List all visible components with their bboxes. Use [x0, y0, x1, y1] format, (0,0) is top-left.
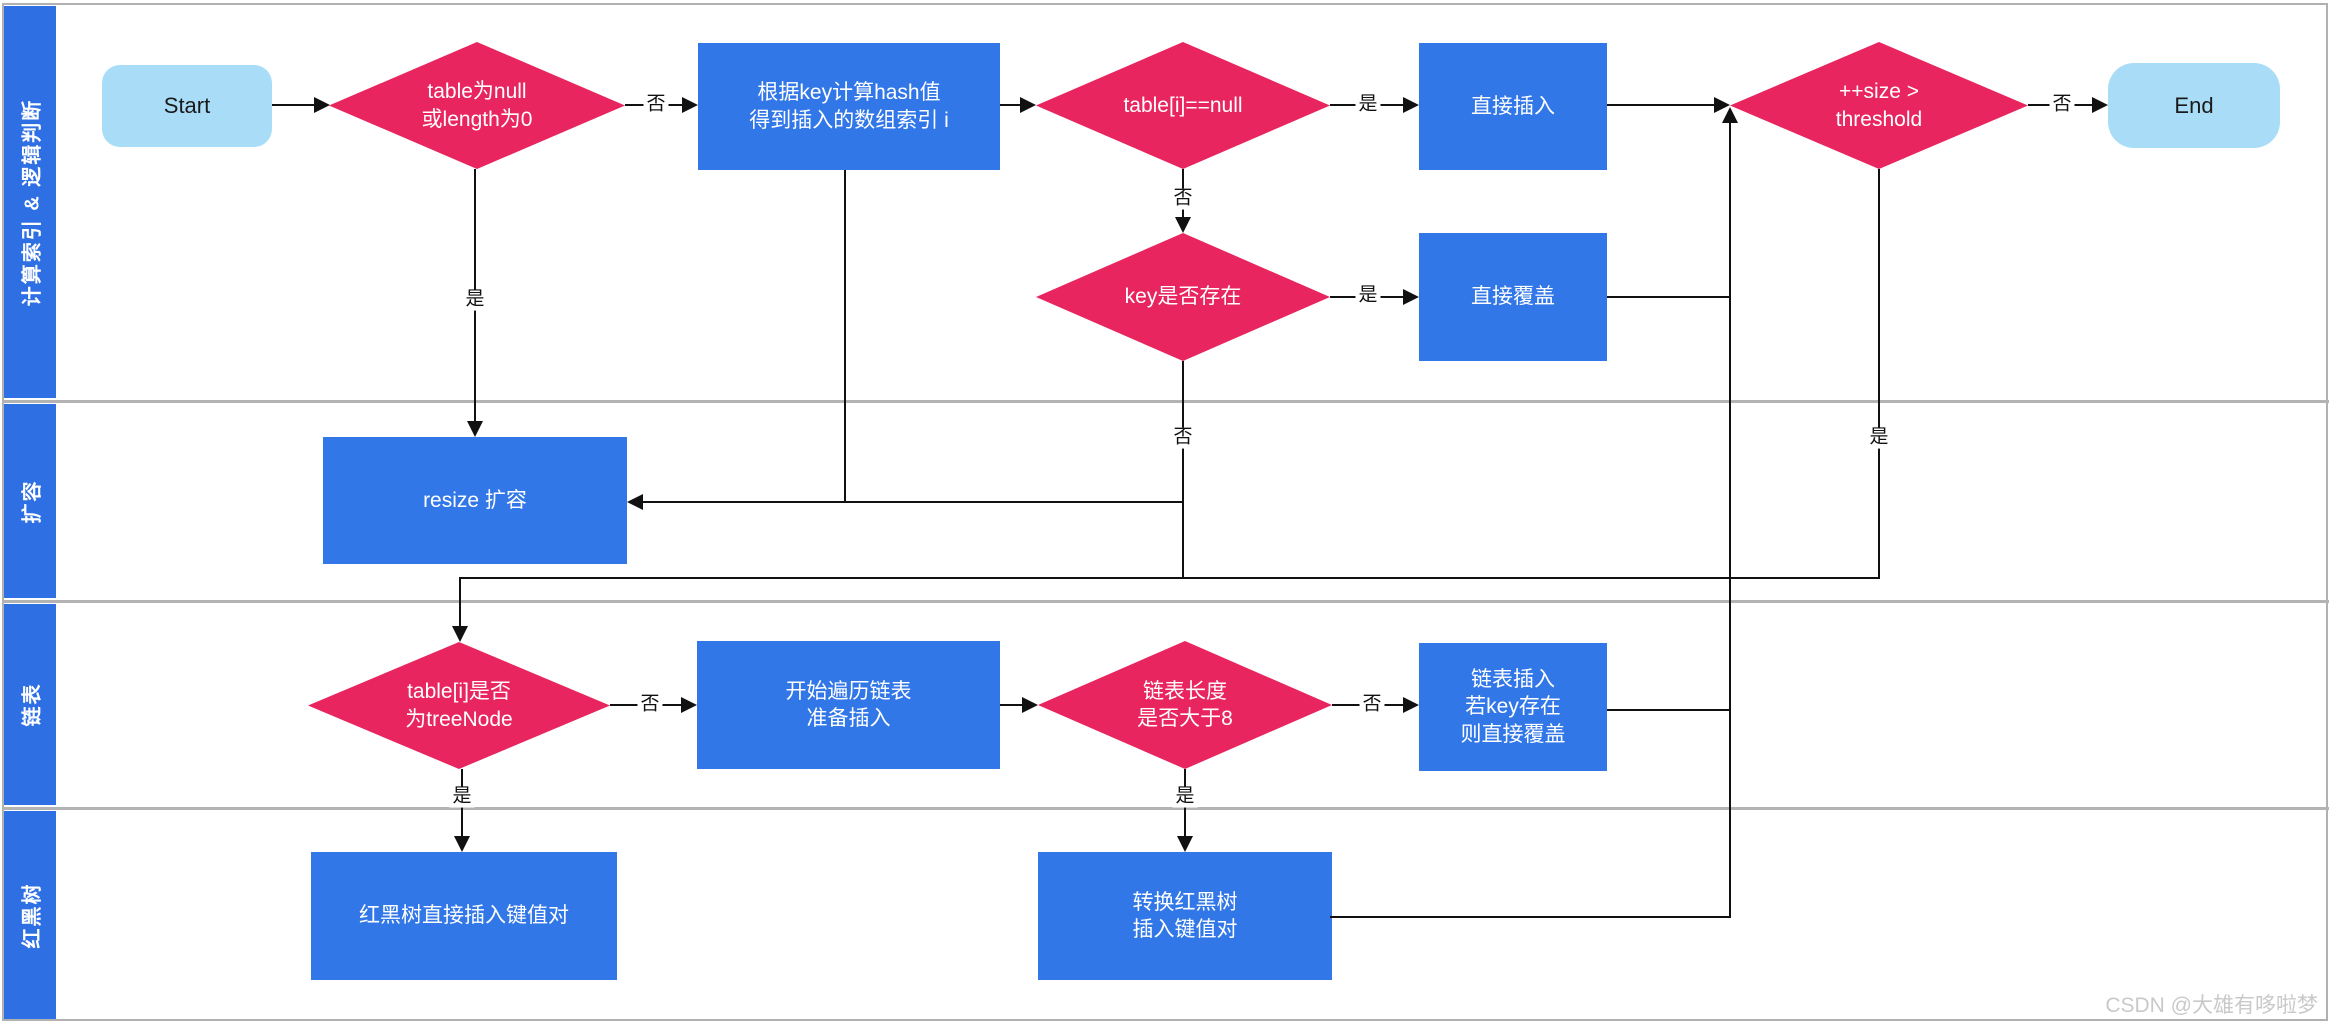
- node-text-line: 链表长度: [1143, 679, 1227, 703]
- node-text-line: 若key存在: [1465, 695, 1561, 719]
- node-rbtree-insert[interactable]: 红黑树直接插入键值对: [311, 852, 617, 980]
- edge-traverse-to-listlength: [1000, 704, 1024, 706]
- edge-label-no: 否: [1359, 694, 1385, 716]
- arrowhead-down-icon: [1175, 217, 1191, 233]
- lane-divider-1: [3, 400, 2329, 403]
- node-text-line: 插入键值对: [1132, 918, 1238, 941]
- edge-hash-to-slotnull: [1000, 104, 1022, 106]
- node-end[interactable]: End: [2108, 63, 2280, 148]
- edge-label-yes: 是: [1866, 427, 1892, 449]
- node-text-line: End: [2174, 92, 2214, 118]
- node-text-line: ++size >: [1839, 80, 1919, 104]
- node-text-line: 准备插入: [806, 707, 891, 730]
- lane-header-resize: 扩容: [4, 404, 56, 598]
- node-text-line: table为null: [427, 80, 527, 104]
- lane-header-rbtree: 红黑树: [4, 811, 56, 1019]
- node-text-line: 转换红黑树: [1132, 890, 1238, 914]
- node-compute-hash[interactable]: 根据key计算hash值得到插入的数组索引 i: [698, 43, 1000, 170]
- diagram-border: [2, 3, 2328, 1021]
- arrowhead-right-icon: [1020, 97, 1036, 113]
- arrowhead-right-icon: [682, 97, 698, 113]
- edge-label-yes: 是: [449, 786, 475, 808]
- lane-header-label: 链表: [21, 682, 44, 727]
- node-text-line: 红黑树直接插入键值对: [359, 904, 569, 928]
- edge-label-yes: 是: [462, 289, 488, 311]
- arrowhead-down-icon: [1177, 836, 1193, 852]
- arrowhead-right-icon: [2092, 97, 2108, 113]
- edge-label-no: 否: [2049, 94, 2075, 116]
- node-text-line: resize 扩容: [423, 488, 527, 512]
- node-list-insert[interactable]: 链表插入若key存在则直接覆盖: [1419, 643, 1607, 771]
- node-text-line: 链表插入: [1471, 668, 1555, 692]
- node-resize[interactable]: resize 扩容: [323, 437, 627, 564]
- edge-start-to-tablenull: [272, 104, 316, 106]
- node-convert-rbtree[interactable]: 转换红黑树插入键值对: [1038, 852, 1332, 980]
- node-text-line: 直接覆盖: [1471, 285, 1555, 309]
- edge-label-yes: 是: [1355, 94, 1381, 116]
- arrowhead-right-icon: [1403, 289, 1419, 305]
- edge-into-resize: [643, 501, 1183, 503]
- lane-divider-2: [3, 600, 2329, 603]
- edge-label-yes: 是: [1355, 285, 1381, 307]
- arrowhead-left-icon: [627, 494, 643, 510]
- edge-trunk-vertical: [1729, 122, 1731, 917]
- arrowhead-right-icon: [681, 697, 697, 713]
- edge-label-no: 否: [1170, 188, 1196, 210]
- arrowhead-down-icon: [454, 836, 470, 852]
- edge-overwrite-to-trunk: [1607, 296, 1731, 298]
- node-start[interactable]: Start: [102, 65, 272, 147]
- arrowhead-right-icon: [1403, 97, 1419, 113]
- node-text-line: 开始遍历链表: [785, 679, 912, 703]
- edge-label-no: 否: [637, 694, 663, 716]
- edge-label-no: 否: [643, 94, 669, 116]
- arrowhead-down-icon: [467, 421, 483, 437]
- node-text-line: 直接插入: [1471, 94, 1555, 118]
- watermark: CSDN @大雄有哆啦梦: [2105, 994, 2318, 1017]
- edge-label-no: 否: [1170, 427, 1196, 449]
- node-text-line: Start: [163, 93, 211, 118]
- node-direct-insert[interactable]: 直接插入: [1419, 43, 1607, 170]
- edge-insert-to-sizethreshold: [1607, 104, 1716, 106]
- lane-header-label: 计算索引 & 逻辑判断: [21, 98, 44, 306]
- node-text-line: 根据key计算hash值: [757, 81, 941, 105]
- node-traverse-list[interactable]: 开始遍历链表准备插入: [697, 641, 1000, 769]
- node-text-line: threshold: [1835, 107, 1923, 131]
- arrowhead-right-icon: [314, 97, 330, 113]
- lane-header-index-logic: 计算索引 & 逻辑判断: [4, 6, 56, 398]
- lane-header-linkedlist: 链表: [4, 604, 56, 805]
- node-text-line: table[i]是否: [407, 680, 511, 704]
- edge-label-yes: 是: [1172, 786, 1198, 808]
- edge-keyexists-no-vertical: [1182, 361, 1184, 579]
- arrowhead-right-icon: [1403, 697, 1419, 713]
- node-text-line: 是否大于8: [1137, 707, 1233, 730]
- edge-hash-vertical: [844, 170, 846, 502]
- edge-into-istreenode: [459, 577, 461, 628]
- edge-horizontal-return: [459, 577, 1880, 579]
- edge-convert-to-trunk: [1330, 916, 1731, 918]
- arrowhead-up-icon: [1722, 107, 1738, 123]
- node-direct-overwrite[interactable]: 直接覆盖: [1419, 233, 1607, 361]
- node-text-line: 则直接覆盖: [1460, 722, 1566, 746]
- lane-header-label: 扩容: [21, 479, 44, 523]
- arrowhead-right-icon: [1022, 697, 1038, 713]
- node-text-line: 或length为0: [421, 107, 533, 131]
- node-text-line: 得到插入的数组索引 i: [749, 108, 949, 132]
- edge-listinsert-to-trunk: [1607, 709, 1731, 711]
- arrowhead-down-icon: [452, 626, 468, 642]
- node-text-line: key是否存在: [1124, 285, 1242, 309]
- lane-header-label: 红黑树: [21, 882, 44, 948]
- node-text-line: table[i]==null: [1123, 93, 1243, 117]
- node-text-line: 为treeNode: [405, 707, 513, 731]
- lane-divider-3: [3, 807, 2329, 810]
- edge-sizethreshold-yes-vertical: [1878, 169, 1880, 579]
